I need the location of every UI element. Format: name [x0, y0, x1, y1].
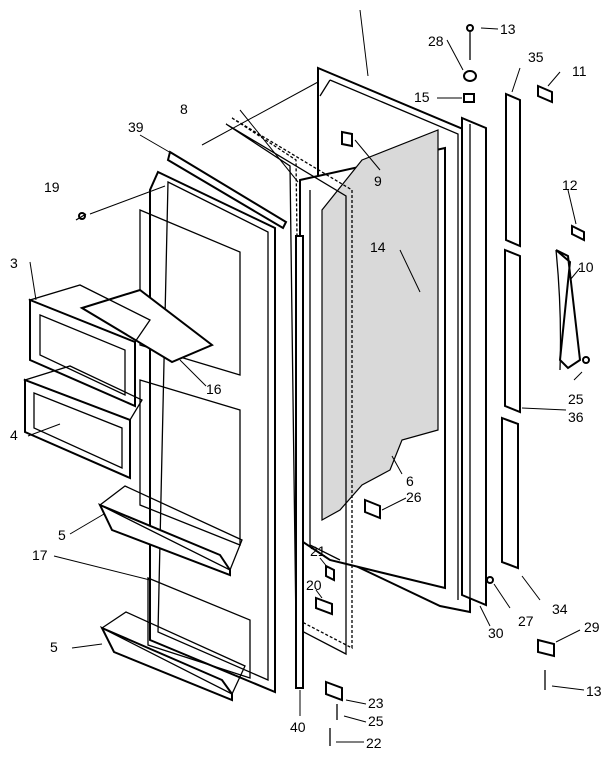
- callout-35: 35: [528, 49, 544, 65]
- callout-17: 17: [32, 547, 48, 563]
- callout-28: 28: [428, 33, 444, 49]
- door-handle: [555, 249, 582, 371]
- callout-9: 9: [374, 173, 382, 189]
- callout-25-bottom: 25: [368, 713, 384, 729]
- hardware: [75, 24, 590, 746]
- callout-10: 10: [578, 259, 594, 275]
- callout-16: 16: [206, 381, 222, 397]
- callout-13-top: 13: [500, 21, 516, 37]
- strip: [166, 150, 288, 230]
- callout-14: 14: [370, 239, 386, 255]
- callout-27: 27: [518, 613, 534, 629]
- divider-shelf: [79, 288, 214, 364]
- callout-39: 39: [128, 119, 144, 135]
- callout-labels: 13 28 35 11 15 8 39 9 19 12 14 10 3 16 2…: [10, 21, 602, 751]
- callout-26: 26: [406, 489, 422, 505]
- callout-15: 15: [414, 89, 430, 105]
- callout-34: 34: [552, 601, 568, 617]
- leader-lines: [27, 9, 585, 743]
- callout-30: 30: [488, 625, 504, 641]
- door-shelf-lower: [99, 611, 246, 702]
- callout-25-right: 25: [568, 391, 584, 407]
- door-bin-upper: [28, 284, 151, 408]
- callout-29: 29: [584, 619, 600, 635]
- callout-22: 22: [366, 735, 382, 751]
- vertical-trim: [461, 116, 487, 607]
- door-shelf-upper: [97, 485, 243, 577]
- callout-11: 11: [572, 63, 587, 79]
- callout-5-lower: 5: [50, 639, 58, 655]
- callout-40: 40: [290, 719, 306, 735]
- trim-strip: [295, 235, 304, 689]
- callout-12: 12: [562, 177, 578, 193]
- callout-4: 4: [10, 427, 18, 443]
- callout-3: 3: [10, 255, 18, 271]
- handle-trim-upper: [505, 92, 521, 248]
- callout-20: 20: [306, 577, 322, 593]
- door-bin-lower: [23, 365, 143, 480]
- handle-trim-lower: [501, 416, 519, 570]
- handle-trim-middle: [504, 248, 521, 414]
- callout-8: 8: [180, 101, 188, 117]
- door-liner: [299, 129, 446, 590]
- callout-36: 36: [568, 409, 584, 425]
- foam-insulation: [321, 129, 439, 522]
- callout-19: 19: [44, 179, 60, 195]
- callout-5-upper: 5: [58, 527, 66, 543]
- callout-21: 21: [310, 543, 326, 559]
- callout-23: 23: [368, 695, 384, 711]
- callout-13-bottom: 13: [586, 683, 602, 699]
- callout-6: 6: [406, 473, 414, 489]
- inner-door-panel: [139, 170, 276, 694]
